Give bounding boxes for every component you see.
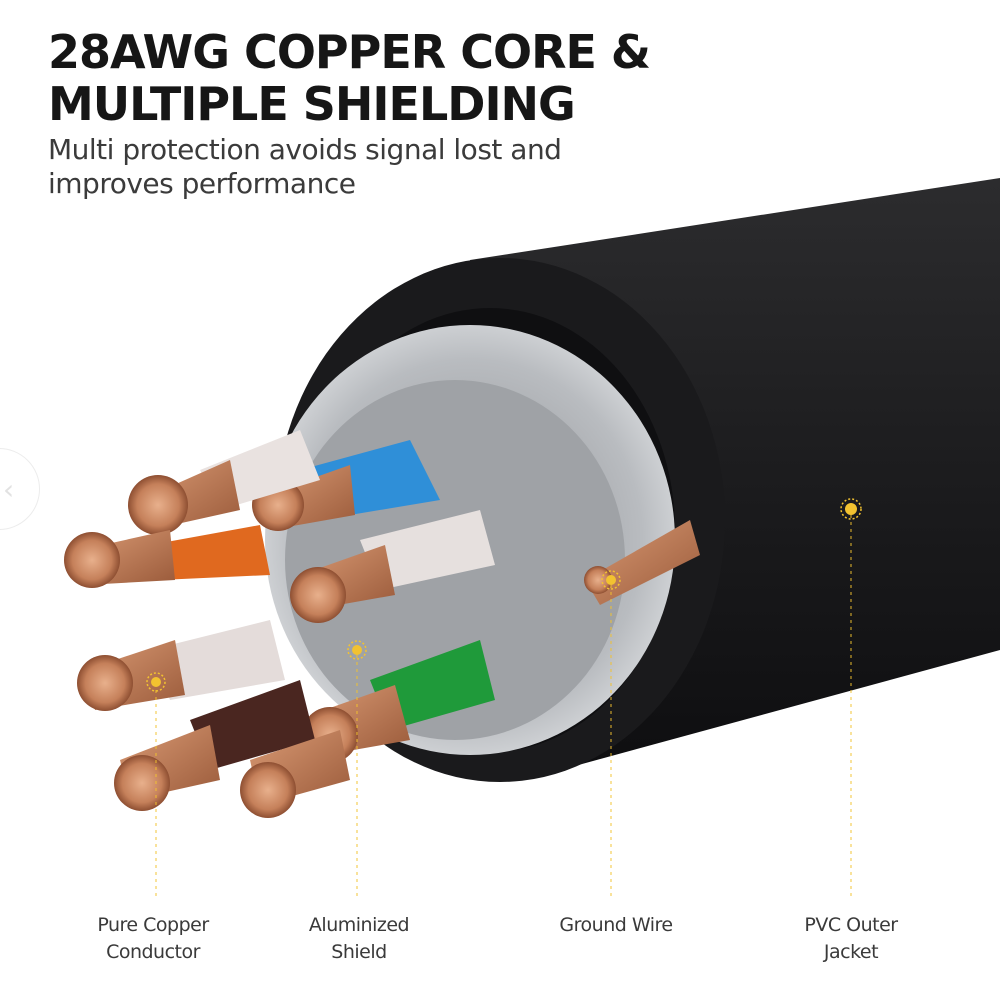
subtitle-line-2: improves performance <box>48 167 356 200</box>
subtitle: Multi protection avoids signal lost and … <box>48 133 562 201</box>
callout-pvc-outer-jacket: PVC Outer Jacket <box>751 912 951 966</box>
chevron-left-icon: ‹ <box>3 473 15 506</box>
callout-aluminized-shield: Aluminized Shield <box>259 912 459 966</box>
callout-line-1: PVC Outer <box>804 914 898 936</box>
callout-line-2: Conductor <box>106 941 200 963</box>
title-line-1: 28AWG COPPER CORE & <box>48 25 651 79</box>
callout-line-2: Shield <box>331 941 387 963</box>
callout-line-1: Aluminized <box>308 914 410 936</box>
marker-dot-icon <box>146 672 166 692</box>
wire-white-2 <box>290 510 495 623</box>
wire-orange <box>64 525 270 588</box>
marker-dot-icon <box>840 498 862 520</box>
callout-line-1: Ground Wire <box>559 914 673 936</box>
wire-white-4 <box>240 730 350 818</box>
callout-pure-copper-conductor: Pure Copper Conductor <box>53 912 253 966</box>
wire-white-3 <box>77 620 285 711</box>
marker-dot-icon <box>347 640 367 660</box>
wire-white-1 <box>128 430 320 535</box>
subtitle-line-1: Multi protection avoids signal lost and <box>48 133 562 166</box>
callout-line-2: Jacket <box>823 941 879 963</box>
title-line-2: MULTIPLE SHIELDING <box>48 77 576 131</box>
marker-dot-icon <box>601 570 621 590</box>
callout-line-1: Pure Copper <box>97 914 209 936</box>
callout-ground-wire: Ground Wire <box>516 912 716 939</box>
page-title: 28AWG COPPER CORE & MULTIPLE SHIELDING <box>48 25 651 131</box>
